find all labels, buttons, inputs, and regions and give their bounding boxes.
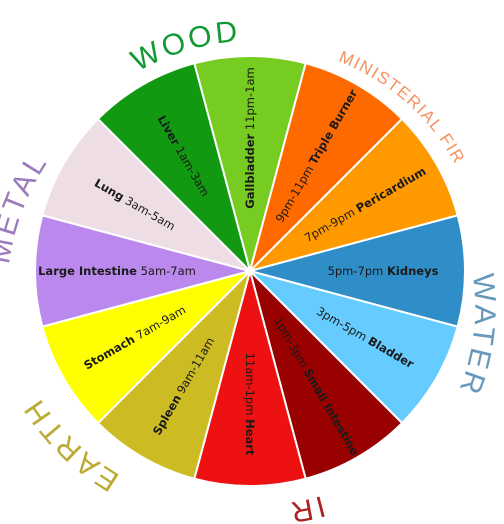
time-range: 11pm-1am [243,67,257,130]
segment-label-kidneys: 5pm-7pm Kidneys [328,264,439,278]
segment-liver [96,62,252,275]
segment-stomach [41,269,254,425]
segment-label-heart: 11am-1pm Heart [243,353,257,456]
segment-heart [193,267,307,487]
time-range: 5pm-7pm [328,264,384,278]
segment-bladder [246,269,459,425]
segment-gallbladder [193,55,307,275]
segment-pericardium [246,117,459,273]
organ-name: Heart [243,419,257,456]
segment-lung [41,117,254,273]
time-range: 11am-1pm [243,353,257,416]
segment-small-intestine [248,267,404,480]
segment-spleen [96,267,252,480]
organ-name: Large Intestine [38,264,137,278]
segment-large-intestine [34,214,254,328]
organ-wheel [34,55,466,487]
segment-triple-burner [248,62,404,275]
segment-label-large-intestine: Large Intestine 5am-7am [38,264,196,278]
organ-name: Gallbladder [243,133,257,208]
organ-name: Kidneys [387,264,439,278]
time-range: 5am-7am [141,264,196,278]
segment-label-gallbladder: Gallbladder 11pm-1am [243,67,257,208]
segment-kidneys [246,214,466,328]
